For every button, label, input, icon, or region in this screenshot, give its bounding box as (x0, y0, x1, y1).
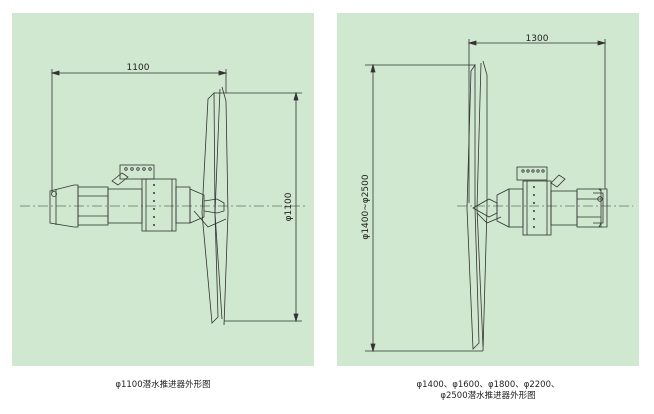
figure-caption-left: φ1100潜水推进器外形图 (12, 380, 314, 391)
width-dimension-label: 1300 (526, 34, 549, 44)
diagram-panel-left: 1100 φ1100 (12, 13, 314, 366)
caption-line-1: φ1400、φ1600、φ1800、φ2200、 (416, 380, 560, 390)
figure-caption-right: φ1400、φ1600、φ1800、φ2200、 φ2500潜水推进器外形图 (337, 380, 639, 402)
caption-line-2: φ2500潜水推进器外形图 (440, 391, 536, 401)
caption-text: φ1100潜水推进器外形图 (115, 380, 211, 390)
diameter-dimension-label: φ1400~φ2500 (361, 174, 371, 239)
diameter-dimension-label: φ1100 (284, 192, 294, 221)
mixer-drawing-1100: 1100 φ1100 (20, 63, 308, 326)
width-dimension-label: 1100 (127, 63, 150, 73)
diagram-panel-right: 1300 φ1400~φ2500 (337, 13, 639, 366)
mixer-drawing-1400-2500: 1300 φ1400~φ2500 (361, 34, 633, 353)
